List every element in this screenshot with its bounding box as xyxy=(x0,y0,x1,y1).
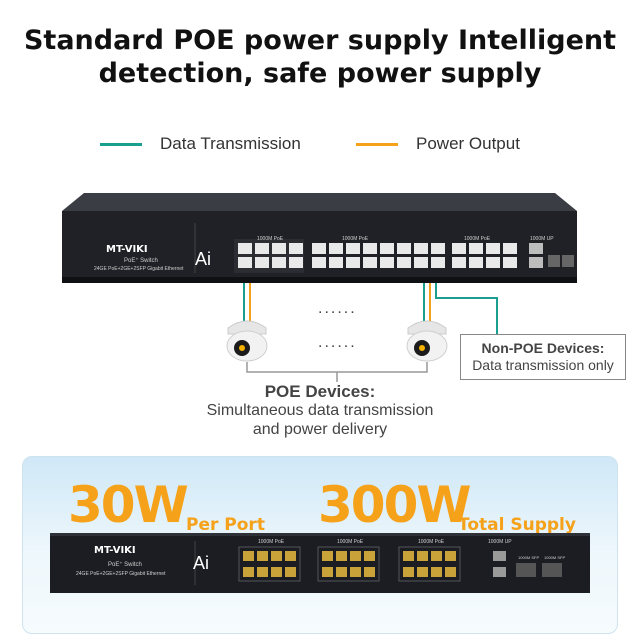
total-supply-label: Total Supply xyxy=(458,515,576,535)
uplink-label-bottom: 1000M UP xyxy=(488,539,512,545)
total-supply-value: 300W xyxy=(318,476,472,534)
legend-data-label: Data Transmission xyxy=(160,134,301,153)
legend-power: Power Output xyxy=(356,134,520,154)
headline-line-2: detection, safe power supply xyxy=(98,58,542,89)
switch-brand: MT-VIKI xyxy=(106,244,148,255)
port-group-label-1: 1000M PoE xyxy=(257,236,284,242)
poe-switch-bottom: MT-VIKI PoE⁺ Switch 24GE PoE+2GE+2SFP Gi… xyxy=(50,533,590,593)
uplink-label: 1000M UP xyxy=(530,236,554,242)
switch-spec-bottom: 24GE PoE+2GE+2SFP Gigabit Ethernet xyxy=(76,571,166,577)
switch-spec: 24GE PoE+2GE+2SFP Gigabit Ethernet xyxy=(94,266,184,272)
legend-power-label: Power Output xyxy=(416,134,520,153)
headline: Standard POE power supply Intelligent de… xyxy=(0,24,640,90)
legend-data-swatch xyxy=(100,142,142,146)
legend-power-swatch xyxy=(356,142,398,146)
switch-model-bottom: PoE⁺ Switch xyxy=(108,562,142,568)
port-group-label-3: 1000M PoE xyxy=(464,236,491,242)
poe-devices-desc-1: Simultaneous data transmission xyxy=(206,402,434,419)
camera-icon xyxy=(226,320,268,362)
port-group-label-b1: 1000M PoE xyxy=(258,539,285,545)
switch-ai-logo: Ai xyxy=(195,249,212,269)
port-group-label-b2: 1000M PoE xyxy=(337,539,364,545)
ellipsis-bottom: ...... xyxy=(318,334,357,351)
switch-chassis xyxy=(62,193,577,283)
headline-line-1: Standard POE power supply Intelligent xyxy=(23,25,617,56)
non-poe-title: Non-POE Devices: xyxy=(481,340,605,356)
switch-model: PoE⁺ Switch xyxy=(124,258,158,264)
sfp-label-2: 1000M SFP xyxy=(544,555,566,560)
camera-icon xyxy=(406,320,448,362)
per-port-label: Per Port xyxy=(186,515,265,535)
poe-devices-desc-2: and power delivery xyxy=(252,421,388,438)
sfp-label-1: 1000M SFP xyxy=(518,555,540,560)
legend-data: Data Transmission xyxy=(100,134,301,154)
ellipsis-top: ...... xyxy=(318,300,357,317)
port-group-label-b3: 1000M PoE xyxy=(418,539,445,545)
switch-ai-logo-bottom: Ai xyxy=(193,553,210,573)
non-poe-desc: Data transmission only xyxy=(472,357,614,373)
switch-chassis-front xyxy=(50,533,590,593)
legend: Data Transmission Power Output xyxy=(0,134,640,156)
non-poe-label-box: Non-POE Devices: Data transmission only xyxy=(460,334,626,380)
poe-devices-title: POE Devices: xyxy=(264,382,376,401)
port-group-label-2: 1000M PoE xyxy=(342,236,369,242)
per-port-value: 30W xyxy=(68,476,189,534)
poe-switch-top: MT-VIKI PoE⁺ Switch 24GE PoE+2GE+2SFP Gi… xyxy=(62,193,577,283)
switch-brand-bottom: MT-VIKI xyxy=(94,545,136,556)
